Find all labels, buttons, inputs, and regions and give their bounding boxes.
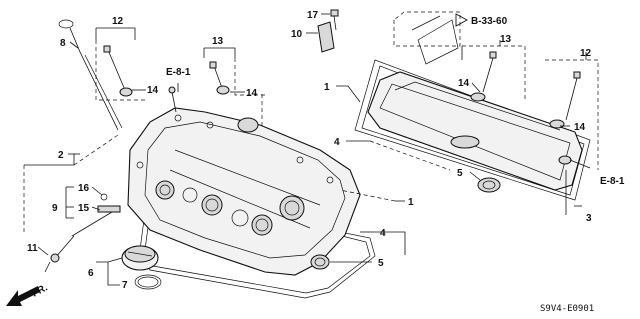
callout-12: 12 <box>112 16 124 27</box>
front-head-cover <box>127 107 361 276</box>
callout-13: 13 <box>500 34 512 45</box>
callout-9: 9 <box>52 203 58 214</box>
callout-17: 17 <box>307 10 319 21</box>
oil-dipstick <box>58 19 123 131</box>
callout-12: 12 <box>580 48 592 59</box>
callout-10: 10 <box>291 29 303 40</box>
callout-8: 8 <box>60 38 66 49</box>
callout-14: 14 <box>574 122 586 133</box>
callout-2: 2 <box>58 150 64 161</box>
reference-e-8-1: E-8-1 <box>166 67 191 78</box>
diagram-code: S9V4-E0901 <box>540 304 594 314</box>
callout-1: 1 <box>324 82 330 93</box>
front-cover-bolts <box>103 45 259 133</box>
callout-15: 15 <box>78 203 90 214</box>
callout-1: 1 <box>408 197 414 208</box>
callout-6: 6 <box>88 268 94 279</box>
callout-16: 16 <box>78 183 90 194</box>
rear-head-cover-assembly <box>354 15 591 201</box>
callout-3: 3 <box>586 213 592 224</box>
callout-14: 14 <box>246 88 258 99</box>
callout-4: 4 <box>334 137 340 148</box>
oil-filler-cap <box>121 245 159 271</box>
callout-11: 11 <box>27 243 38 254</box>
callout-14: 14 <box>147 85 159 96</box>
callout-4: 4 <box>380 228 386 239</box>
filler-cap-o-ring <box>134 274 162 290</box>
reference-b-33-60: B-33-60 <box>471 16 508 27</box>
callout-13: 13 <box>212 36 224 47</box>
leader-lines <box>23 11 599 286</box>
callout-5: 5 <box>457 168 463 179</box>
callout-7: 7 <box>122 280 128 291</box>
reference-arrow-icon <box>455 13 468 27</box>
rear-cover-gasket <box>354 59 591 201</box>
rear-head-cover <box>367 71 583 191</box>
front-head-cover-assembly <box>127 107 376 299</box>
reference-e-8-1: E-8-1 <box>600 176 625 187</box>
harness-bracket <box>317 9 339 53</box>
rear-cover-bolts <box>470 51 581 129</box>
front-direction-label: FR. <box>30 282 50 299</box>
front-direction-arrow-icon <box>6 286 40 306</box>
callout-5: 5 <box>378 258 384 269</box>
callout-14: 14 <box>458 78 470 89</box>
